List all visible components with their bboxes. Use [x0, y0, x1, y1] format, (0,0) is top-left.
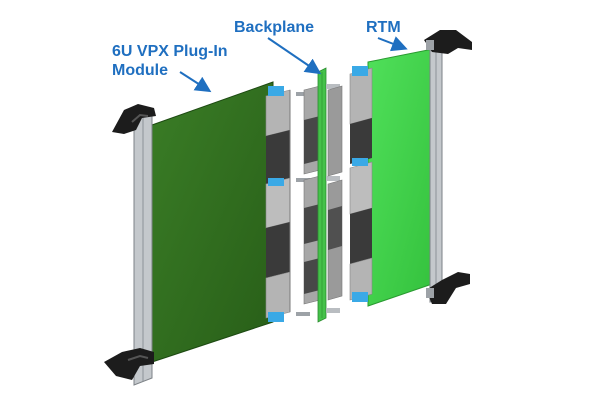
- guide-pin: [296, 92, 310, 96]
- rtm: [349, 30, 472, 307]
- module-label-line2: Module: [112, 62, 168, 79]
- guide-pin: [296, 312, 310, 316]
- backplane-label: Backplane: [234, 19, 315, 36]
- backplane-pointer-arrow: [267, 37, 322, 75]
- module-connector-stack: [265, 86, 291, 322]
- ejector-latch-icon: [424, 30, 472, 54]
- backplane: [296, 67, 343, 323]
- backplane-connector-stack: [303, 85, 321, 305]
- module-pointer-arrow: [179, 71, 212, 93]
- rtm-pointer-arrow: [377, 36, 408, 52]
- module-label: 6U VPX Plug-In Module: [112, 42, 228, 80]
- rtm-label: RTM: [366, 19, 401, 36]
- rtm-connector-stack: [349, 66, 373, 302]
- guide-pin: [296, 178, 310, 182]
- ejector-latch-icon: [426, 272, 470, 304]
- ejector-latch-icon: [104, 348, 154, 380]
- rtm-pcb: [367, 47, 439, 307]
- ejector-latch-icon: [112, 104, 156, 134]
- module-pcb: [151, 81, 274, 363]
- module-label-line1: 6U VPX Plug-In: [112, 43, 228, 60]
- backplane-rear-connectors: [327, 85, 343, 301]
- plug-in-module: [104, 81, 291, 386]
